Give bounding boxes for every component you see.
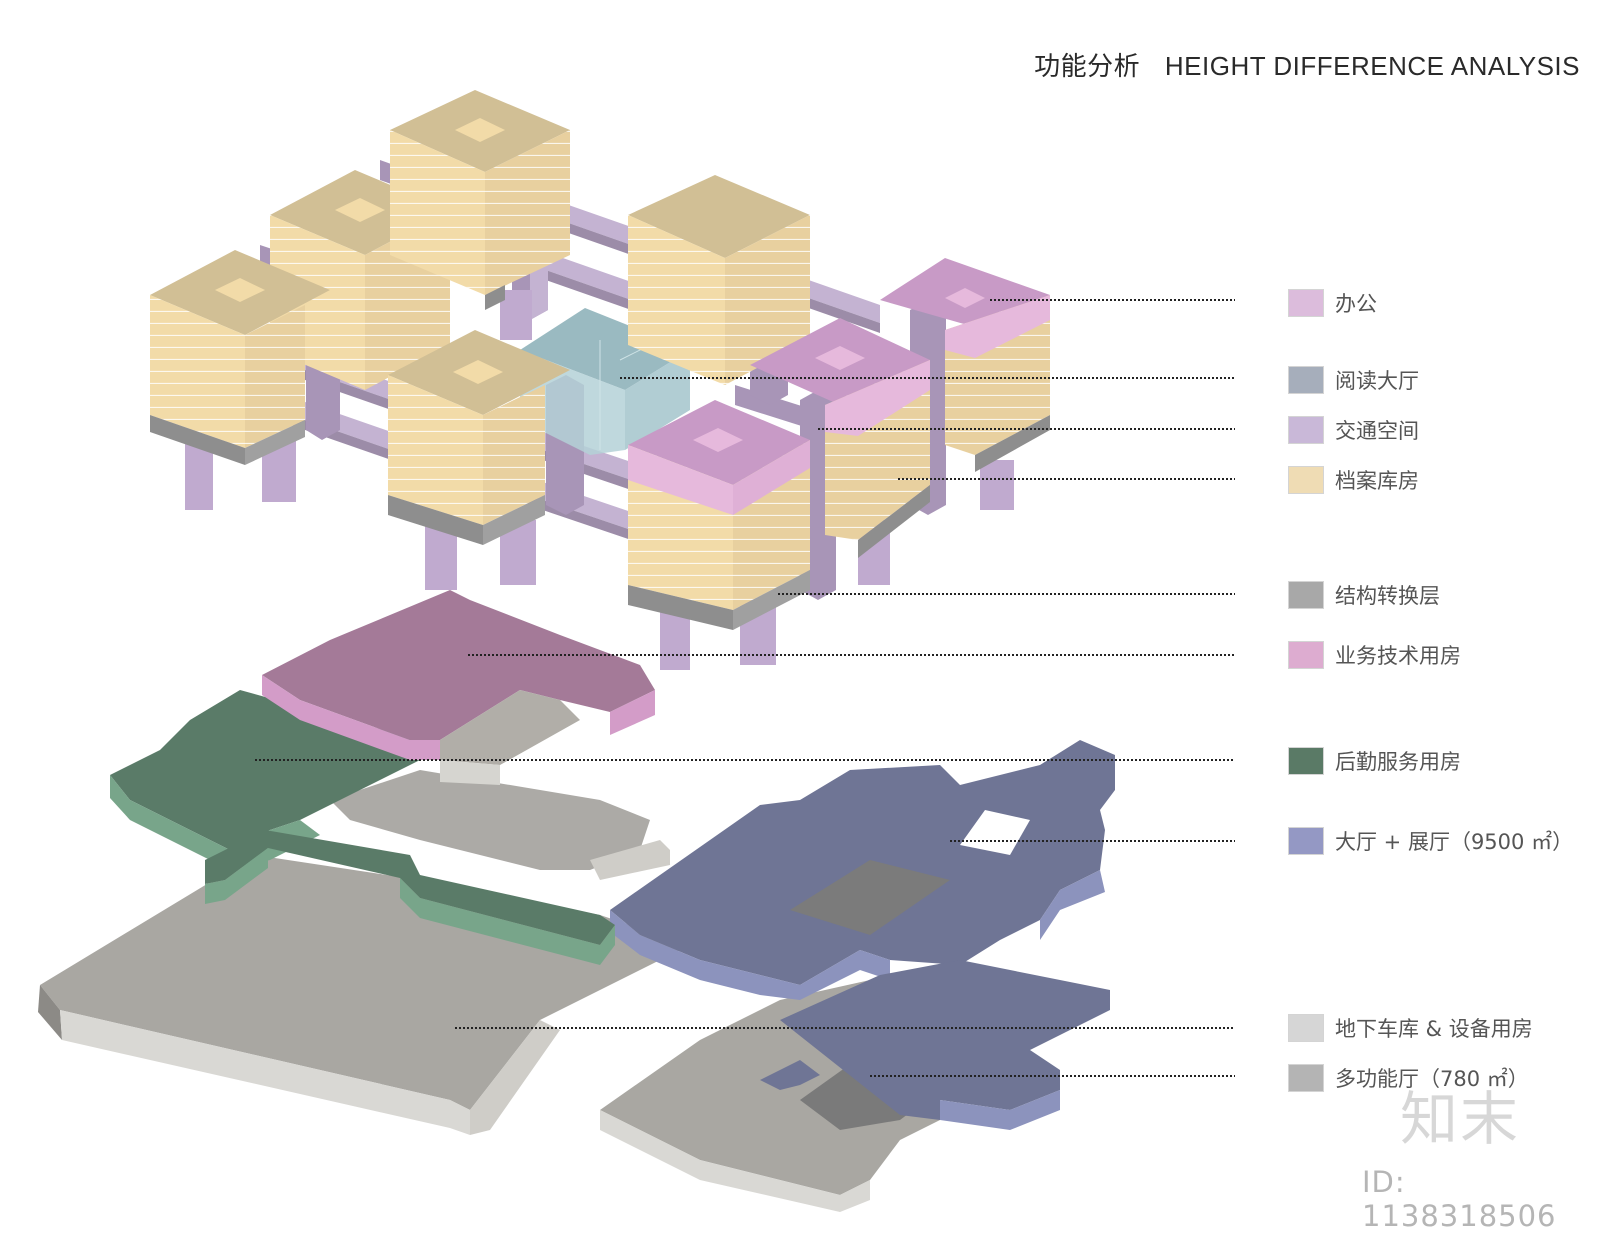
tower-center <box>388 330 570 545</box>
tower-back-right <box>628 175 810 385</box>
legend-swatch-parking <box>1288 1014 1324 1042</box>
tower-front-left <box>150 250 330 465</box>
leader-lines <box>255 299 1235 1077</box>
legend-swatch-traffic <box>1288 416 1324 444</box>
legend-swatch-reading <box>1288 366 1324 394</box>
tower-right-middle <box>750 318 930 558</box>
legend-label: 大厅 + 展厅（9500 ㎡） <box>1335 830 1574 854</box>
legend-swatch-logistics <box>1288 747 1324 775</box>
legend-label: 办公 <box>1335 292 1377 316</box>
legend-swatch-office <box>1288 289 1324 317</box>
legend-item-traffic: 交通空间 <box>1288 414 1419 446</box>
title-en: HEIGHT DIFFERENCE ANALYSIS <box>1164 51 1580 81</box>
legend-label: 地下车库 & 设备用房 <box>1335 1017 1533 1041</box>
legend-label: 后勤服务用房 <box>1335 750 1461 774</box>
watermark-id: ID: 1138318506 <box>1362 1165 1557 1233</box>
legend-item-transfer: 结构转换层 <box>1288 579 1440 611</box>
legend-swatch-archive <box>1288 466 1324 494</box>
title-cn: 功能分析 <box>1034 52 1141 82</box>
legend-label: 多功能厅（780 ㎡） <box>1335 1067 1529 1091</box>
legend-swatch-hall <box>1288 827 1324 855</box>
watermark-logo: 知末 <box>1400 1085 1521 1153</box>
legend-label: 阅读大厅 <box>1335 369 1419 393</box>
tower-back-center <box>390 90 570 310</box>
legend-item-parking: 地下车库 & 设备用房 <box>1288 1012 1533 1044</box>
legend-swatch-multi <box>1288 1064 1324 1092</box>
legend-swatch-technical <box>1288 641 1324 669</box>
legend-label: 结构转换层 <box>1335 584 1440 608</box>
legend-item-multi: 多功能厅（780 ㎡） <box>1288 1062 1529 1094</box>
legend-item-hall: 大厅 + 展厅（9500 ㎡） <box>1288 825 1573 857</box>
legend-label: 档案库房 <box>1335 469 1419 493</box>
hall-exhibition-block <box>610 740 1115 1130</box>
technical-block <box>262 590 655 785</box>
legend-swatch-transfer <box>1288 581 1324 609</box>
legend-item-office: 办公 <box>1288 287 1377 319</box>
legend-item-technical: 业务技术用房 <box>1288 639 1461 671</box>
legend-label: 业务技术用房 <box>1335 644 1461 668</box>
legend-label: 交通空间 <box>1335 419 1419 443</box>
legend-item-logistics: 后勤服务用房 <box>1288 745 1461 777</box>
legend-item-archive: 档案库房 <box>1288 464 1419 496</box>
tower-front-right <box>628 400 810 630</box>
tower-right-rear <box>880 258 1050 472</box>
page-title: 功能分析 HEIGHT DIFFERENCE ANALYSIS <box>1034 46 1580 83</box>
legend-item-reading: 阅读大厅 <box>1288 364 1419 396</box>
